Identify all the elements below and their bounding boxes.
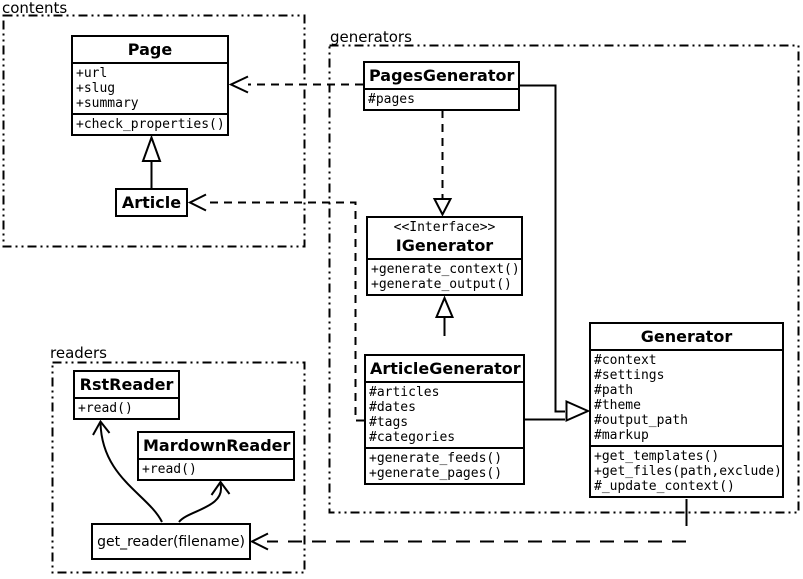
class-mardownreader-title: MardownReader — [143, 436, 291, 455]
edge-article-generalizes-page — [141, 134, 162, 188]
attribute: #theme — [594, 398, 641, 413]
class-generator: Generator #context #settings #path #them… — [589, 322, 784, 498]
method: +generate_output() — [371, 277, 512, 292]
edge-articlegenerator-depends-article — [187, 193, 364, 422]
edge-getreader-to-mardownreader — [178, 480, 231, 523]
class-rstreader: RstReader +read() — [73, 370, 180, 420]
function-get-reader-label: get_reader(filename) — [97, 533, 245, 550]
edge-pagesgenerator-depends-page — [228, 75, 363, 94]
class-pagesgenerator: PagesGenerator #pages — [363, 61, 520, 111]
attribute: #markup — [594, 428, 649, 443]
class-rstreader-methods: +read() — [75, 397, 178, 418]
package-label-contents: contents — [2, 0, 68, 17]
method: +read() — [78, 401, 133, 416]
class-igenerator: <<Interface>> IGenerator +generate_conte… — [366, 216, 523, 296]
class-page-title: Page — [127, 40, 173, 59]
attribute: +summary — [76, 96, 139, 111]
method: +generate_feeds() — [369, 451, 503, 466]
edge-articlegenerator-realizes-igenerator — [434, 295, 455, 336]
class-generator-title: Generator — [640, 327, 733, 346]
class-pagesgenerator-attributes: #pages — [365, 88, 518, 109]
function-get-reader: get_reader(filename) — [91, 523, 251, 560]
package-generators-border — [328, 44, 800, 514]
attribute: +slug — [76, 81, 116, 96]
method: #_update_context() — [594, 479, 735, 494]
class-articlegenerator-methods: +generate_feeds() +generate_pages() — [366, 447, 523, 483]
attribute: #tags — [369, 415, 409, 430]
class-igenerator-methods: +generate_context() +generate_output() — [368, 258, 521, 294]
method: +get_templates() — [594, 449, 720, 464]
class-rstreader-title: RstReader — [79, 375, 174, 394]
class-mardownreader: MardownReader +read() — [137, 431, 295, 481]
attribute: #settings — [594, 368, 665, 383]
package-label-readers: readers — [50, 344, 107, 362]
method: +check_properties() — [76, 117, 225, 132]
class-igenerator-title: <<Interface>> IGenerator — [368, 218, 521, 258]
edge-generator-depends-getreader — [249, 499, 688, 551]
class-page-attributes: +url +slug +summary — [73, 62, 227, 113]
class-articlegenerator: ArticleGenerator #articles #dates #tags … — [364, 354, 525, 485]
package-label-generators: generators — [330, 28, 412, 46]
class-article: Article — [115, 188, 188, 217]
class-article-title: Article — [121, 193, 182, 212]
attribute: #pages — [368, 92, 415, 107]
attribute: #context — [594, 353, 657, 368]
attribute: #output_path — [594, 413, 688, 428]
attribute: #categories — [369, 430, 456, 445]
edge-generators-inherit-generator — [518, 84, 591, 423]
attribute: #dates — [369, 400, 416, 415]
class-igenerator-stereotype: <<Interface>> — [393, 220, 496, 235]
method: +get_files(path,exclude) — [594, 464, 782, 479]
class-pagesgenerator-title: PagesGenerator — [369, 66, 515, 85]
class-mardownreader-methods: +read() — [139, 458, 293, 479]
method: +generate_context() — [371, 262, 520, 277]
class-page: Page +url +slug +summary +check_properti… — [71, 35, 229, 136]
class-generator-attributes: #context #settings #path #theme #output_… — [591, 349, 782, 445]
class-page-methods: +check_properties() — [73, 113, 227, 134]
package-contents-border — [2, 14, 306, 248]
edge-getreader-to-rstreader — [92, 419, 163, 523]
method: +generate_pages() — [369, 466, 503, 481]
class-generator-methods: +get_templates() +get_files(path,exclude… — [591, 445, 782, 496]
class-igenerator-name: IGenerator — [395, 236, 494, 255]
attribute: #articles — [369, 385, 440, 400]
attribute: +url — [76, 66, 108, 81]
edge-pagesgenerator-realizes-igenerator — [432, 110, 453, 217]
package-readers-border — [51, 361, 306, 574]
attribute: #path — [594, 383, 634, 398]
class-articlegenerator-title: ArticleGenerator — [370, 359, 521, 378]
method: +read() — [142, 462, 197, 477]
class-articlegenerator-attributes: #articles #dates #tags #categories — [366, 381, 523, 447]
